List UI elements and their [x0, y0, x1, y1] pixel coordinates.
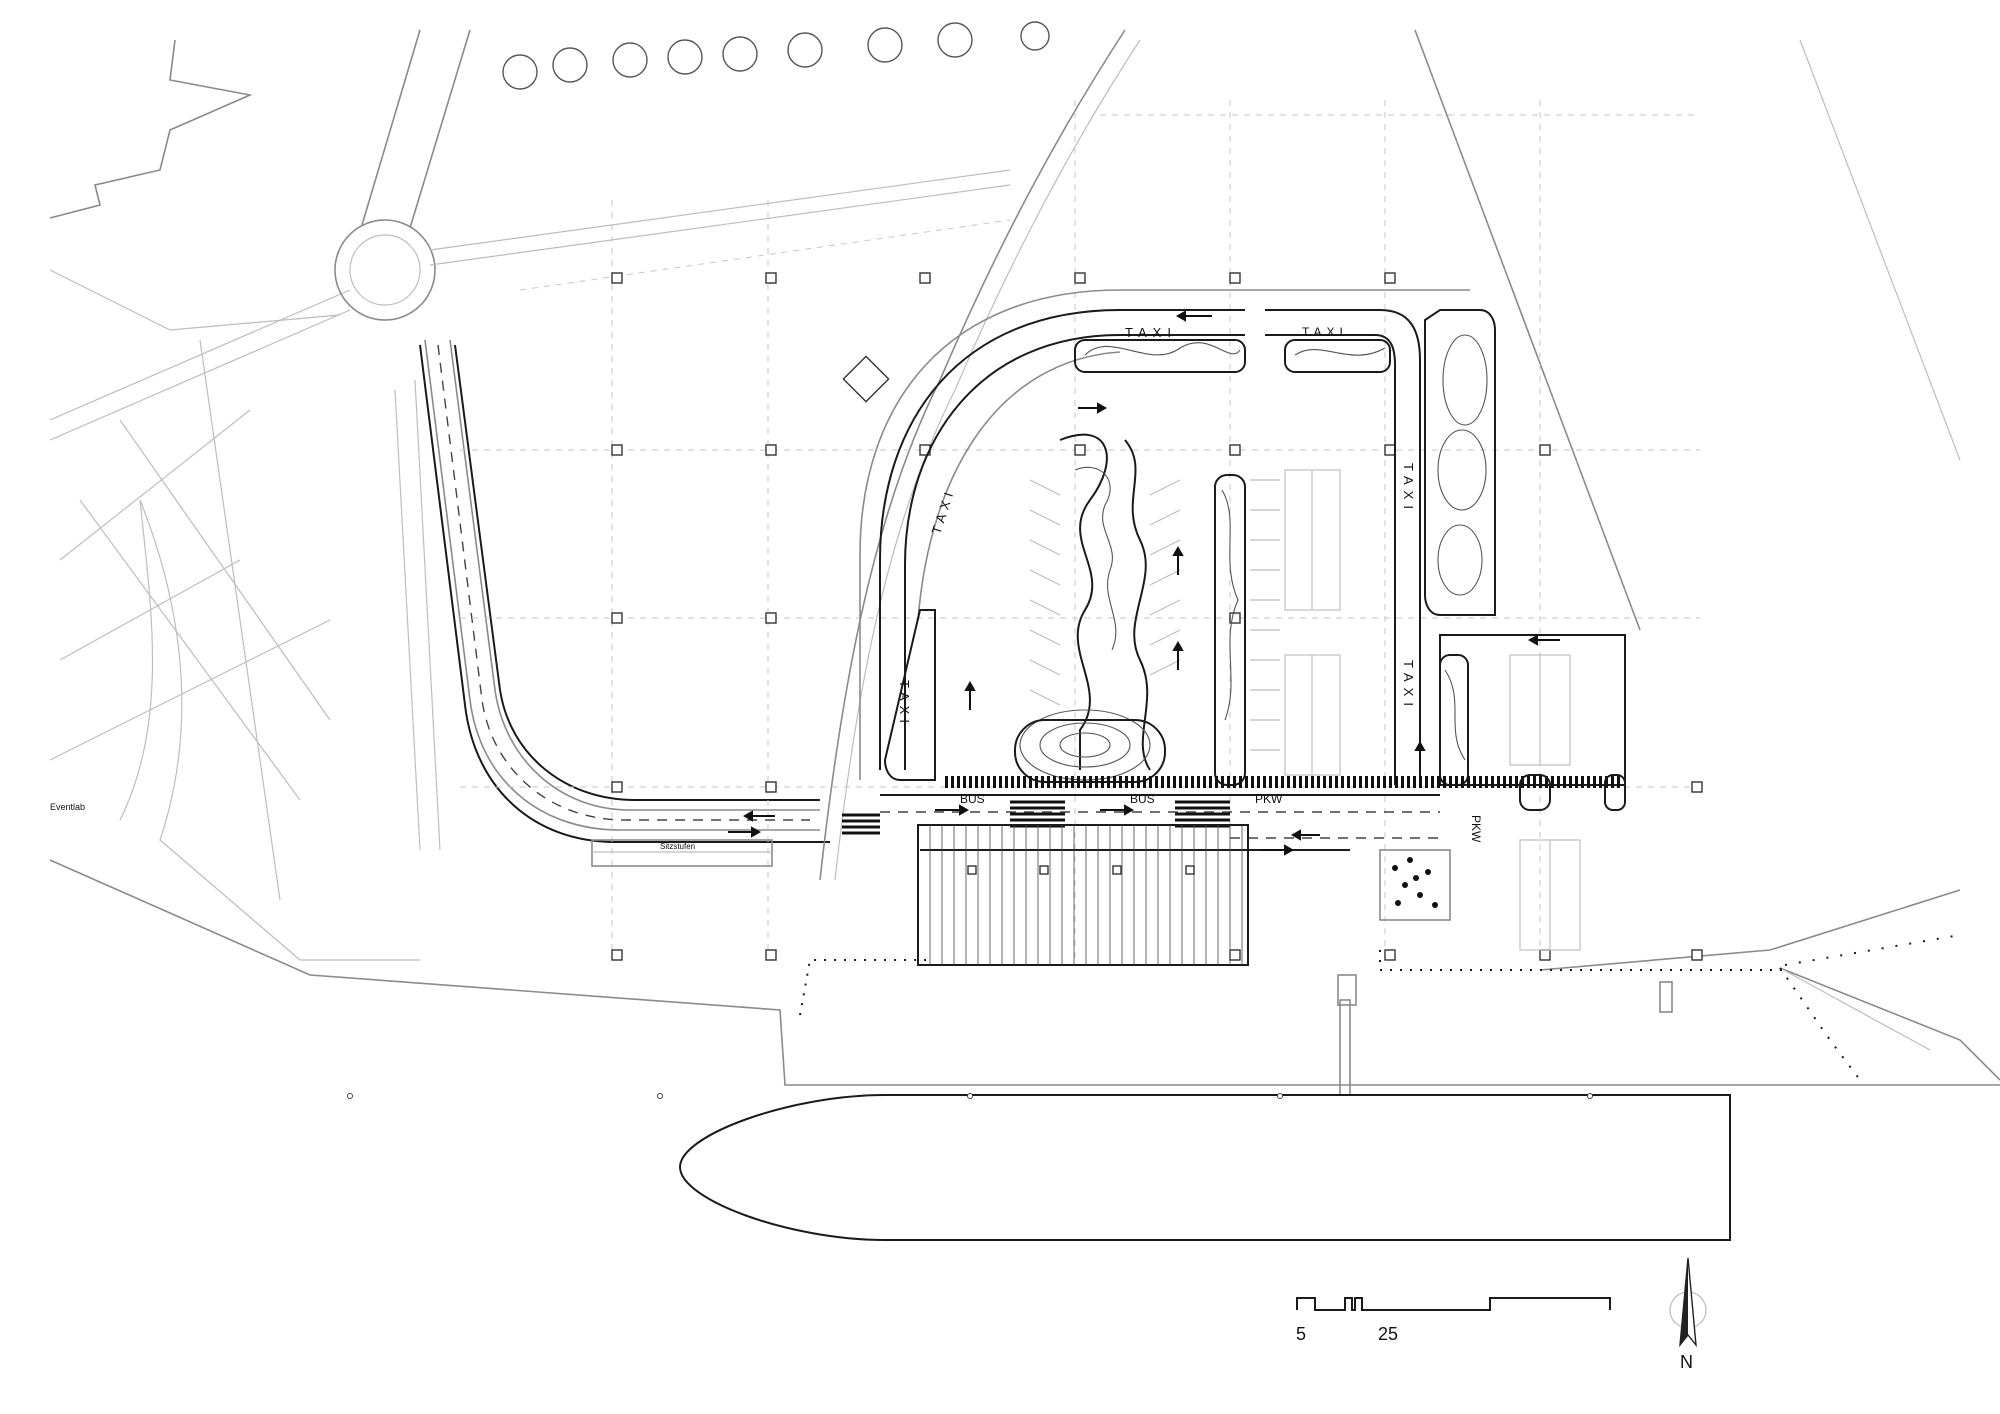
- tree-icon: [867, 27, 903, 63]
- tree-icon: [722, 36, 758, 72]
- label-sitzstufen: Sitzstufen: [660, 842, 695, 851]
- label-taxi-right-upper: TAXI: [1401, 463, 1416, 515]
- bollards: [347, 1093, 1593, 1099]
- terminal-parking: [591, 289, 1961, 1096]
- tree-icon: [612, 42, 648, 78]
- plan-labels: Eventlab Sitzstufen BUS BUS PKW PKW TAXI…: [50, 325, 1483, 851]
- tree-icon: [787, 32, 823, 68]
- label-taxi-top-1: TAXI: [1125, 325, 1177, 340]
- scale-label-25: 25: [1378, 1324, 1398, 1344]
- label-bus-2: BUS: [1130, 792, 1155, 806]
- tree-icon: [667, 39, 703, 75]
- scale-bar: 5 25: [1296, 1297, 1611, 1344]
- label-bus-1: BUS: [960, 792, 985, 806]
- label-eventlab: Eventlab: [50, 802, 85, 812]
- label-pkw-1: PKW: [1255, 792, 1283, 806]
- label-taxi-left-lower: TAXI: [897, 680, 912, 728]
- context-lines: [49, 29, 2000, 1086]
- label-pkw-2: PKW: [1469, 815, 1483, 843]
- traffic-arrows: [728, 310, 1560, 856]
- crosswalk: [842, 800, 1230, 835]
- label-taxi-top-2: TAXI: [1302, 325, 1348, 339]
- sitzstufen-box: [591, 839, 773, 867]
- tree-icon: [1020, 21, 1050, 51]
- tree-icon: [937, 22, 973, 58]
- north-arrow: N: [1669, 1257, 1707, 1372]
- structure-columns: [611, 272, 1703, 961]
- terminal-building: [917, 824, 1249, 966]
- tree-icon: [502, 54, 538, 90]
- label-taxi-right-lower: TAXI: [1401, 660, 1416, 712]
- ship-outline: [678, 1094, 1731, 1241]
- tree-row: [502, 21, 1050, 90]
- label-taxi-left-upper: TAXI: [929, 486, 958, 536]
- tree-icon: [552, 47, 588, 83]
- scale-label-5: 5: [1296, 1324, 1306, 1344]
- north-label: N: [1680, 1352, 1693, 1372]
